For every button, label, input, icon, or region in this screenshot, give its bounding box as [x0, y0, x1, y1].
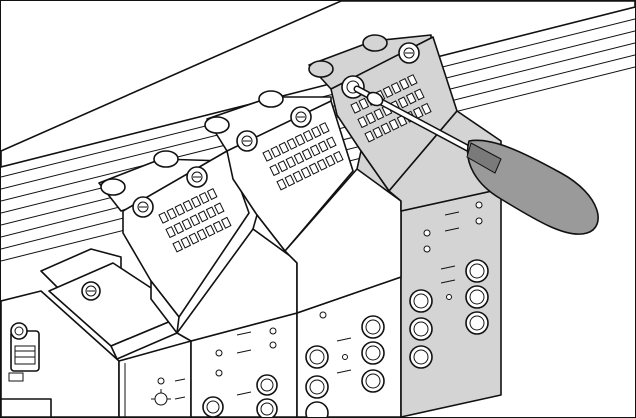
terminal-housing-4-highlighted	[308, 34, 458, 208]
module-front-3	[190, 312, 298, 417]
module-front-5-highlighted	[400, 188, 502, 417]
module-top-faces	[176, 110, 502, 342]
led-indicator-icon	[215, 349, 223, 357]
screwdriver-icon	[353, 85, 599, 235]
led-indicator-icon	[157, 377, 165, 385]
terminal-housing-1	[40, 248, 178, 360]
terminal-slots	[158, 74, 432, 253]
module-front-2	[118, 340, 192, 417]
module-front-4	[296, 259, 402, 417]
led-indicator-icon	[423, 229, 431, 237]
